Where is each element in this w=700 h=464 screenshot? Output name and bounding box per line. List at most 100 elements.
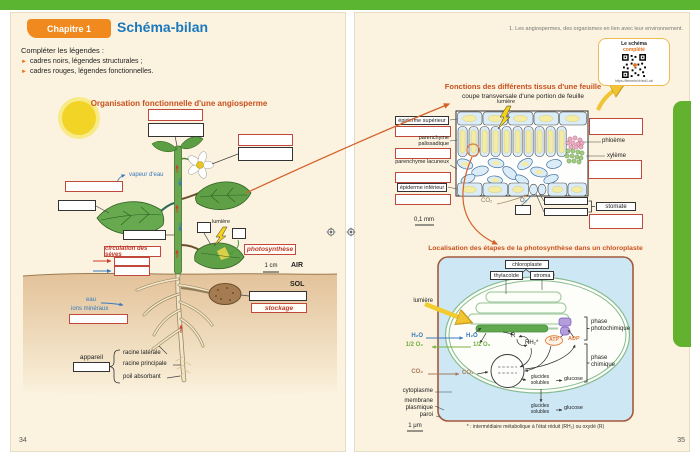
- top-green-band: [0, 0, 700, 10]
- legend-box-structural-leaf: [58, 200, 96, 211]
- qr-caption-2: complété: [623, 47, 645, 53]
- label-thylacoide: thylacoïde: [490, 271, 523, 280]
- label-parenchyme-palissadique: parenchyme palissadique: [418, 135, 449, 148]
- label-phase-photochimique: phase photochimique: [591, 319, 631, 332]
- legend-rule-structural: ►cadres noirs, légendes structurales ;: [21, 58, 143, 65]
- label-rh2: RH₂*: [525, 340, 539, 346]
- legend-box-functional-xyleme: [588, 160, 642, 179]
- label-glucides-out: glucides solubles: [530, 403, 550, 415]
- legend-box-structural-roots: [73, 362, 110, 372]
- page-right: 1. Les angiospermes, des organismes en l…: [354, 12, 691, 452]
- label-epiderme-inferieur: épiderme inférieur: [397, 183, 447, 192]
- scale-1um: 1 μm: [408, 423, 422, 429]
- thylakoid-membrane: [475, 324, 549, 333]
- label-o2-out: 1/2 O₂: [405, 342, 423, 348]
- label-air: AIR: [291, 262, 304, 269]
- label-lumiere: lumière: [212, 219, 231, 225]
- root-hairs: [175, 356, 192, 378]
- legend-box-structural-gas2: [232, 228, 246, 239]
- qr-code-icon: [622, 54, 646, 78]
- label-phase-chimique: phase chimique: [591, 355, 616, 368]
- label-circulation-seves: circulation des sèves: [104, 246, 161, 258]
- legend-box-functional-stomate: [589, 214, 643, 229]
- lightning-icon: [497, 105, 512, 130]
- label-ions-mineraux: ions minéraux: [71, 306, 109, 312]
- legend-box-structural-tuber: [249, 291, 307, 301]
- label-glucose-in: glucose: [564, 376, 583, 382]
- legend-box-structural-gas1: [197, 222, 211, 233]
- legend-box-functional-epiderme-inf: [395, 194, 451, 205]
- label-epiderme-superieur: épiderme supérieur: [395, 116, 449, 125]
- legend-rule-functional: ►cadres rouges, légendes fonctionnelles.: [21, 68, 154, 75]
- label-glucides-in: glucides solubles: [530, 374, 550, 386]
- label-stroma: stroma: [530, 271, 554, 280]
- scale-1cm: 1 cm: [264, 263, 278, 269]
- legend-box-structural-gas: [515, 205, 531, 215]
- label-co2-out: CO₂: [411, 369, 423, 375]
- label-o2-in: 1/2 O₂: [473, 342, 491, 348]
- legend-box-functional-absorption: [69, 314, 128, 324]
- legend-box-functional-transpiration: [65, 181, 123, 192]
- page-number-right: 35: [677, 437, 685, 444]
- leaf-diagram-title: Fonctions des différents tissus d'une fe…: [444, 82, 602, 91]
- chapter-badge: Chapitre 1: [27, 19, 111, 38]
- xylem-cells: [564, 148, 585, 165]
- label-co2-leaf: CO₂: [481, 198, 493, 204]
- label-appareil: appareil: [79, 354, 104, 361]
- label-stockage: stockage: [251, 303, 307, 313]
- label-h2o-out: H₂O: [411, 333, 423, 339]
- bullet-icon: ►: [21, 59, 27, 65]
- legend-box-structural-stem: [123, 230, 166, 240]
- label-adp: ADP: [568, 336, 580, 342]
- qr-panel: Le schéma complété https://lienmini.fr/s…: [598, 38, 670, 86]
- page-left: Chapitre 1 Schéma-bilan Compléter les lé…: [10, 12, 346, 452]
- label-photosynthese: photosynthèse: [244, 244, 296, 255]
- label-racine-laterale: racine latérale: [123, 350, 161, 356]
- plant-diagram-art: [22, 97, 338, 396]
- instructions: Compléter les légendes :: [21, 46, 104, 55]
- chapter-edge-tab: [673, 101, 691, 347]
- legend-box-structural-apex: [148, 123, 204, 137]
- label-h2o-in: H₂O: [466, 333, 478, 339]
- label-parenchyme-lacuneux: parenchyme lacuneux: [395, 159, 449, 165]
- label-atp: ATP: [549, 337, 559, 343]
- chloroplast-diagram-title: Localisation des étapes de la photosynth…: [428, 245, 643, 252]
- label-r: R: [511, 333, 516, 339]
- lightning-icon: [213, 226, 228, 247]
- legend-box-functional-seve2: [114, 266, 150, 276]
- highlight-circle: [466, 143, 480, 157]
- label-paroi: paroi: [419, 412, 433, 418]
- label-xyleme: xylème: [607, 153, 627, 159]
- label-co2-in: CO₂: [462, 370, 474, 376]
- bullet-icon: ►: [21, 69, 27, 75]
- flower: [187, 151, 215, 179]
- tuber: [208, 283, 242, 305]
- label-poil-absorbant: poil absorbant: [123, 374, 161, 380]
- label-lumiere-leaf: lumière: [497, 99, 516, 105]
- legend-box-functional-phloeme: [589, 118, 643, 135]
- label-vapeur-eau: vapeur d'eau: [129, 172, 164, 178]
- legend-box-structural-flower: [238, 147, 293, 161]
- label-phloeme: phloème: [602, 138, 626, 144]
- diagram-title: Organisation fonctionnelle d'une angiosp…: [90, 99, 268, 108]
- legend-box-functional-flower: [238, 134, 293, 146]
- legend-box-structural-stoma1: [544, 197, 588, 205]
- phloem-cells: [565, 135, 585, 150]
- leaf-diagram-subtitle: coupe transversale d'une portion de feui…: [462, 93, 584, 100]
- scale-01mm: 0,1 mm: [413, 217, 434, 223]
- qr-url: https://lienmini.fr/svt1-sb: [615, 79, 653, 83]
- label-membrane-plasmique: membrane plasmique: [404, 398, 433, 411]
- label-racine-principale: racine principale: [123, 361, 167, 367]
- label-cytoplasme: cytoplasme: [402, 388, 433, 394]
- legend-box-functional-lacuneux: [395, 172, 451, 183]
- footnote: * : intermédiaire métabolique à l'état r…: [466, 424, 605, 430]
- qr-caption-1: Le schéma: [621, 41, 647, 47]
- atp-synthase: [558, 317, 572, 336]
- legend-box-functional-apex: [148, 109, 203, 121]
- legend-box-functional-seve1: [114, 257, 150, 266]
- legend-box-structural-stoma2: [544, 208, 588, 216]
- label-chloroplaste: chloroplaste: [505, 260, 549, 269]
- label-eau: eau: [86, 297, 97, 303]
- label-stomate: stomate: [596, 202, 636, 211]
